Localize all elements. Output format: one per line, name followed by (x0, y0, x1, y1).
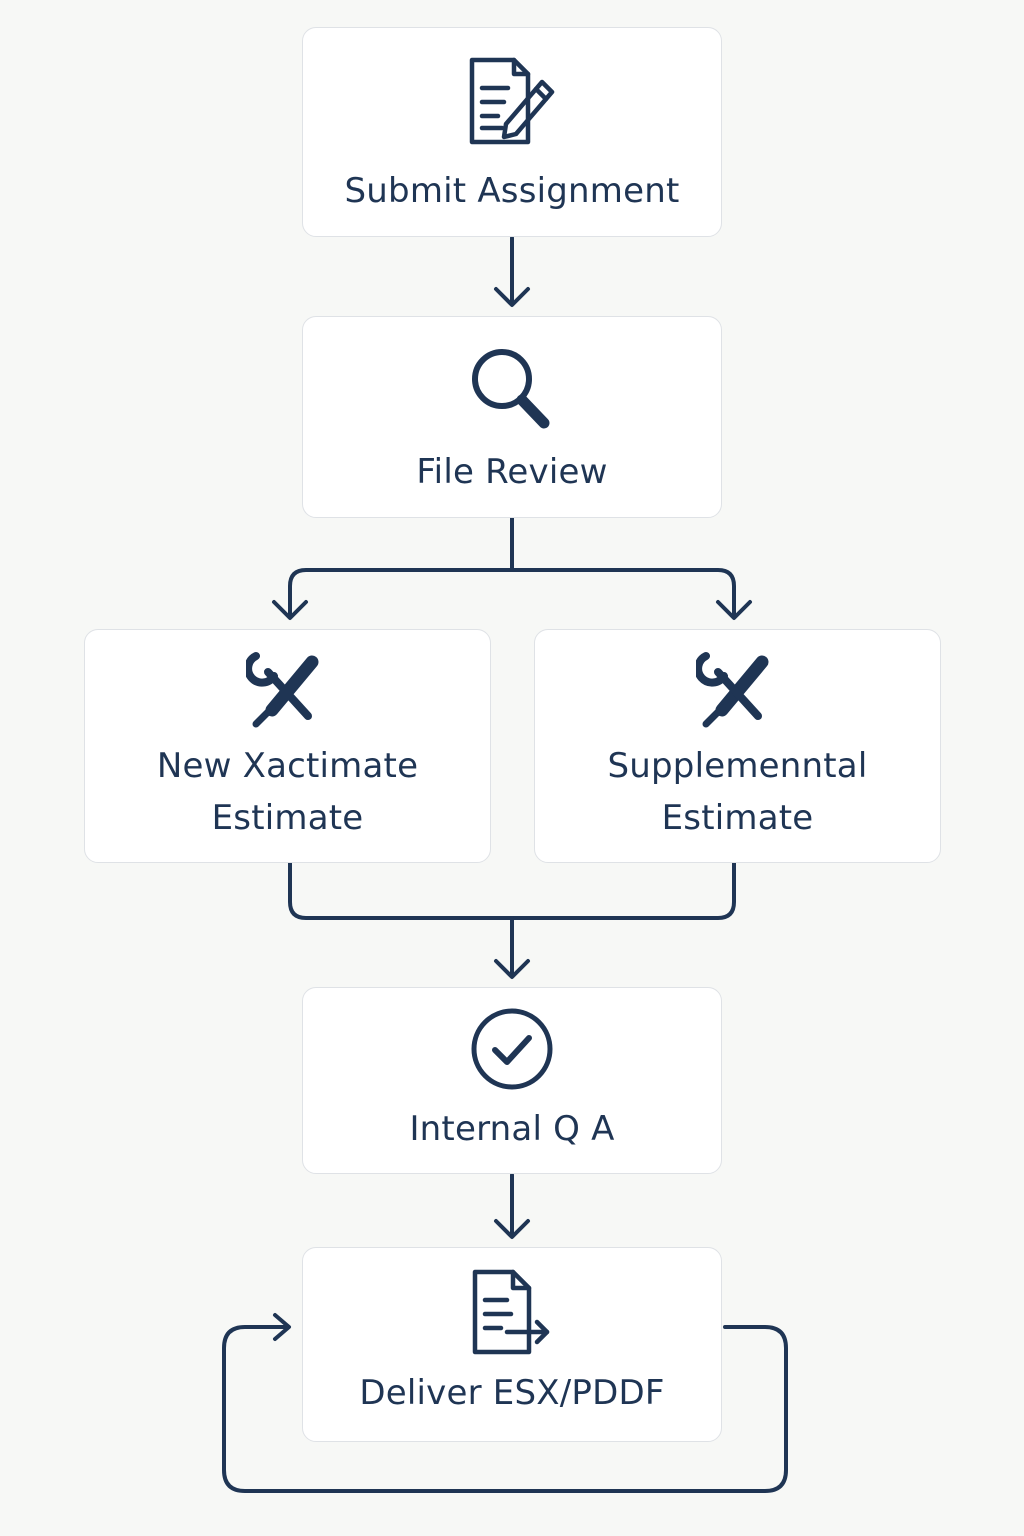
edge-qa-to-deliver (494, 1173, 530, 1239)
node-label: Supplemenntal Estimate (535, 740, 940, 844)
node-label: Internal Q A (409, 1109, 615, 1149)
edge-deliver-loop (222, 1313, 788, 1493)
node-label: File Review (416, 452, 608, 492)
node-supplemental-estimate: Supplemenntal Estimate (534, 629, 941, 863)
node-label-line1: New Xactimate (156, 746, 419, 786)
check-circle-icon (469, 1006, 555, 1096)
node-file-review: File Review (302, 316, 722, 518)
edge-estimates-to-qa (288, 861, 736, 979)
edge-submit-to-review (494, 236, 530, 307)
node-deliver-esx-pddf: Deliver ESX/PDDF (302, 1247, 722, 1442)
wrench-screwdriver-icon (693, 650, 780, 734)
node-new-xactimate-estimate: New Xactimate Estimate (84, 629, 491, 863)
wrench-screwdriver-icon (243, 650, 330, 734)
node-label: Submit Assignment (344, 171, 680, 211)
node-submit-assignment: Submit Assignment (302, 27, 722, 237)
edge-review-to-estimates (272, 516, 752, 620)
node-label: New Xactimate Estimate (85, 740, 490, 844)
node-label-line2: Estimate (661, 798, 814, 838)
document-send-icon (467, 1268, 557, 1362)
document-edit-icon (462, 54, 562, 154)
node-label: Deliver ESX/PDDF (359, 1373, 665, 1413)
node-label-line1: Supplemenntal (607, 746, 868, 786)
node-label-line2: Estimate (211, 798, 364, 838)
node-internal-qa: Internal Q A (302, 987, 722, 1174)
magnifier-icon (464, 345, 560, 441)
